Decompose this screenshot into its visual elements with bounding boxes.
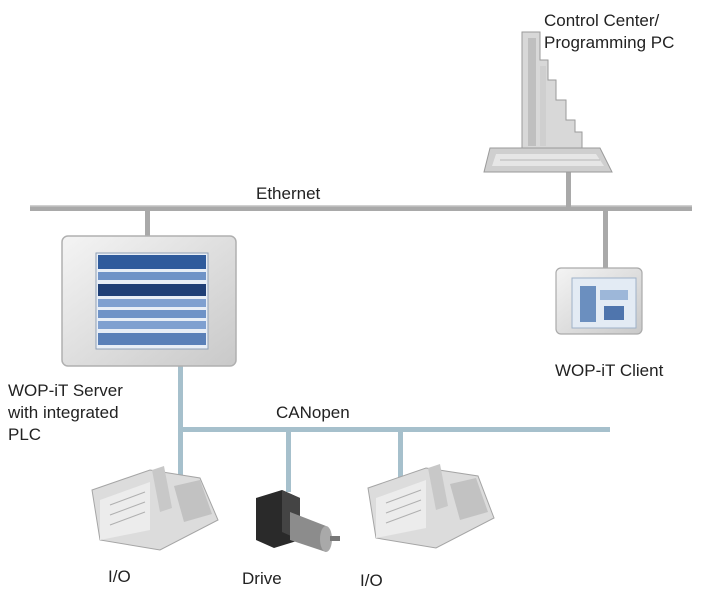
io-left-label: I/O	[108, 567, 131, 586]
io-module-left-icon	[91, 466, 219, 551]
ethernet-bus	[30, 205, 692, 211]
control-center-line1: Control Center/	[544, 11, 660, 30]
pc-ethernet-drop	[566, 170, 571, 208]
control-center-label: Control Center/ Programming PC	[544, 10, 674, 54]
wopit-server-label: WOP-iT Server with integrated PLC	[8, 380, 168, 446]
ethernet-label: Ethernet	[256, 184, 321, 203]
wopit-client-label: WOP-iT Client	[555, 361, 664, 380]
wopit-client-icon	[555, 267, 643, 335]
server-ethernet-drop	[145, 211, 150, 237]
drive-label: Drive	[242, 569, 282, 588]
io-module-right-icon	[367, 464, 495, 549]
wopit-server-icon	[61, 235, 237, 367]
wopit-server-line2: with integrated	[8, 403, 119, 422]
programming-pc-icon	[483, 31, 613, 173]
drive-motor-icon	[256, 490, 340, 552]
io-left-canopen-drop	[178, 430, 183, 490]
canopen-bus	[178, 427, 610, 432]
io-right-label: I/O	[360, 571, 383, 590]
canopen-label: CANopen	[276, 403, 350, 422]
drive-canopen-drop	[286, 430, 291, 492]
server-canopen-drop	[178, 366, 183, 432]
wopit-server-line1: WOP-iT Server	[8, 381, 123, 400]
wopit-server-line3: PLC	[8, 425, 42, 444]
io-right-canopen-drop	[398, 430, 403, 490]
control-center-line2: Programming PC	[544, 33, 675, 52]
client-ethernet-drop	[603, 211, 608, 269]
